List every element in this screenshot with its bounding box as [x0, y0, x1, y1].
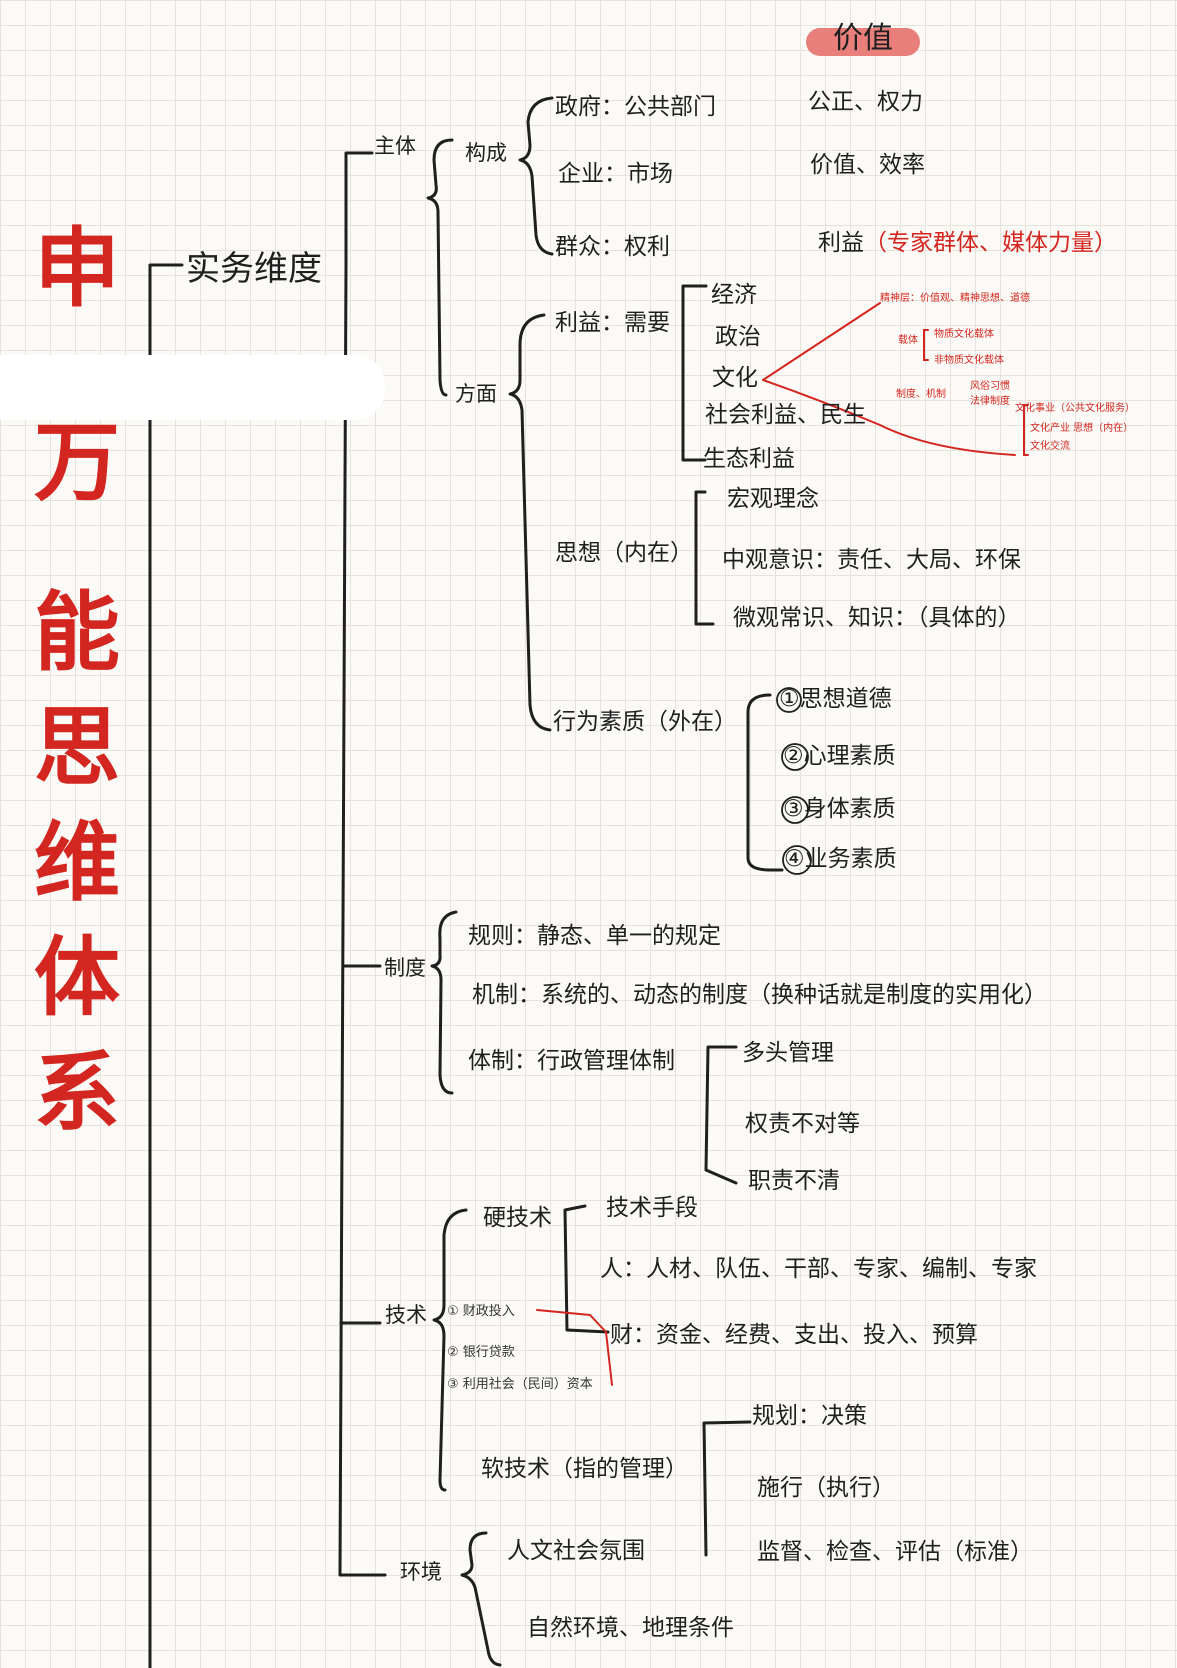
num-circle-1 — [776, 687, 802, 713]
hard-tech-people: 人：人材、队伍、干部、专家、编制、专家 — [600, 1256, 1037, 1282]
soft-tech-implementation: 施行（执行） — [757, 1475, 895, 1501]
subject-brace — [426, 138, 454, 397]
composition-enterprise: 企业：市场 — [558, 161, 673, 187]
hard-tech-finance: 财：资金、经费、支出、投入、预算 — [610, 1322, 978, 1348]
environment-label: 环境 — [400, 1560, 442, 1584]
thought-micro: 微观常识、知识：（具体的） — [733, 605, 1021, 631]
culture-system-custom: 风俗习惯 — [970, 381, 1010, 392]
hard-bracket — [563, 1204, 610, 1334]
interest-bracket — [681, 284, 708, 462]
hard-tech-label: 硬技术 — [483, 1205, 552, 1231]
funding-link — [536, 1309, 607, 1333]
funding-note-social: ③ 利用社会（民间）资本 — [447, 1377, 593, 1392]
soft-tech-planning: 规划：决策 — [752, 1403, 867, 1429]
value-header: 价值 — [833, 21, 893, 56]
environment-brace — [460, 1531, 502, 1667]
institution-brace — [430, 910, 458, 1095]
environment-social: 人文社会氛围 — [507, 1538, 645, 1564]
funding-note-bank: ② 银行贷款 — [447, 1345, 515, 1360]
value-header-highlight — [806, 28, 920, 56]
institution-mechanism: 机制：系统的、动态的制度（换种话就是制度的实用化） — [472, 982, 1047, 1008]
soft-tech-label: 软技术（指的管理） — [481, 1456, 688, 1482]
behavior-bracket — [746, 693, 784, 872]
behavior-professional: ④业务素质 — [784, 846, 897, 872]
aspects-label: 方面 — [455, 382, 497, 406]
composition-public: 群众：权利 — [555, 234, 670, 260]
aspects-brace — [508, 313, 552, 732]
culture-career-industry: 文化产业 思想（内在） — [1030, 423, 1134, 434]
behavior-label: 行为素质（外在） — [553, 709, 737, 735]
culture-system-law: 法律制度 — [970, 396, 1010, 407]
num-circle-3 — [781, 796, 809, 824]
redacted-area — [0, 355, 385, 420]
root-spine — [148, 263, 184, 1668]
culture-carrier-nonmaterial: 非物质文化载体 — [934, 355, 1004, 366]
funding-note-fiscal: ① 财政投入 — [447, 1304, 515, 1319]
title-char-1: 申 — [34, 218, 120, 319]
value-interest-label: 利益 — [818, 230, 864, 256]
composition-label: 构成 — [465, 141, 507, 165]
career-bracket — [1023, 404, 1029, 456]
culture-career-service: 文化事业（公共文化服务） — [1015, 403, 1135, 414]
soft-bracket — [702, 1420, 752, 1557]
culture-arrow-lower — [762, 379, 1016, 456]
interest-culture: 文化 — [712, 365, 758, 391]
culture-career-exchange: 文化交流 — [1030, 441, 1070, 452]
culture-carrier-note: 载体 — [898, 335, 918, 346]
system-bracket — [704, 1045, 738, 1185]
subject-label: 主体 — [374, 134, 416, 158]
dimension-spine — [338, 151, 387, 1577]
environment-natural: 自然环境、地理条件 — [527, 1615, 734, 1641]
title-char-2: 万 — [34, 412, 120, 513]
institution-rule: 规则：静态、单一的规定 — [468, 923, 721, 949]
interest-society: 社会利益、民生 — [705, 402, 866, 428]
carrier-bracket — [923, 329, 929, 361]
system-multi-management: 多头管理 — [742, 1040, 834, 1066]
root-node: 实务维度 — [186, 249, 322, 289]
value-interest-note: （专家群体、媒体力量） — [864, 230, 1117, 256]
title-char-5: 维 — [34, 812, 120, 913]
title-char-3: 能 — [34, 582, 120, 683]
interest-economy: 经济 — [711, 282, 757, 308]
hard-tech-means: 技术手段 — [606, 1195, 698, 1221]
num-circle-2 — [781, 743, 809, 771]
soft-tech-supervision: 监督、检查、评估（标准） — [757, 1539, 1033, 1565]
composition-brace — [518, 96, 554, 256]
behavior-moral: ①思想道德 — [779, 686, 892, 712]
title-char-7: 系 — [34, 1042, 120, 1143]
culture-carrier-material: 物质文化载体 — [934, 329, 994, 340]
interest-label: 利益：需要 — [555, 310, 670, 336]
title-char-4: 思 — [34, 697, 120, 798]
thought-macro: 宏观理念 — [727, 486, 819, 512]
culture-arrow-upper — [762, 302, 881, 381]
behavior-physical: ③身体素质 — [783, 796, 896, 822]
composition-government: 政府：公共部门 — [555, 94, 716, 120]
system-unequal-rights: 权责不对等 — [745, 1111, 860, 1137]
value-fairness: 公正、权力 — [808, 89, 923, 115]
thought-label: 思想（内在） — [555, 540, 693, 566]
interest-politics: 政治 — [715, 324, 761, 350]
culture-spirit-note: 精神层：价值观、精神思想、道德 — [880, 293, 1030, 304]
system-label: 体制：行政管理体制 — [468, 1048, 675, 1074]
interest-ecology: 生态利益 — [703, 446, 795, 472]
title-char-6: 体 — [34, 927, 120, 1028]
institution-label: 制度 — [384, 956, 426, 980]
value-efficiency: 价值、效率 — [810, 152, 925, 178]
thought-bracket — [694, 490, 715, 626]
technology-brace — [432, 1208, 468, 1492]
value-interest: 利益（专家群体、媒体力量） — [818, 232, 1117, 255]
culture-system-note: 制度、机制 — [896, 389, 946, 400]
technology-label: 技术 — [385, 1303, 427, 1327]
system-unclear-duties: 职责不清 — [748, 1168, 840, 1194]
funding-drop — [605, 1331, 613, 1386]
thought-meso: 中观意识：责任、大局、环保 — [722, 547, 1021, 573]
behavior-mental: ②心理素质 — [783, 743, 896, 769]
num-circle-4 — [782, 845, 812, 875]
